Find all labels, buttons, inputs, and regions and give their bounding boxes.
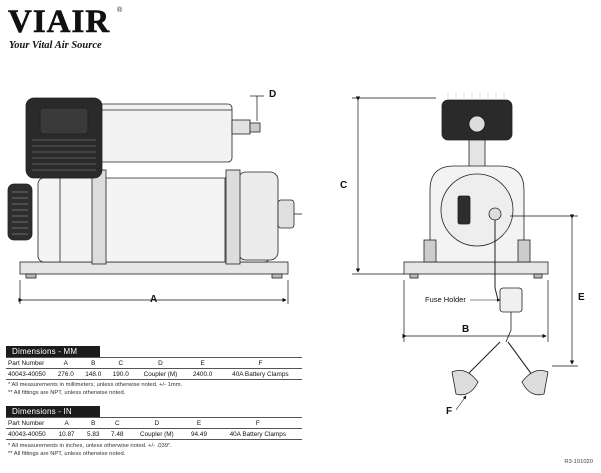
table-cell: 40A Battery Clamps bbox=[218, 368, 302, 380]
dimensions-mm-grid: Part Number A B C D E F 40043-40050 276.… bbox=[6, 357, 302, 380]
dimension-a-line bbox=[18, 280, 289, 304]
column-header: C bbox=[105, 417, 130, 429]
note-line: ** All fittings are NPT, unless otherwis… bbox=[8, 451, 126, 457]
table-cell: 40043-40050 bbox=[6, 368, 52, 380]
dimension-label-d: D bbox=[269, 89, 277, 100]
dimensions-in-title-bar: Dimensions - IN bbox=[6, 406, 100, 417]
column-header: A bbox=[52, 417, 82, 429]
dimensions-mm-title-bar: Dimensions - MM bbox=[6, 346, 100, 357]
table-cell: 10.87 bbox=[52, 428, 82, 440]
registered-mark: ® bbox=[117, 7, 123, 14]
fuse-holder-label: Fuse Holder bbox=[425, 295, 466, 304]
table-cell: 40043-40050 bbox=[6, 428, 52, 440]
column-header: D bbox=[134, 357, 187, 369]
column-header: F bbox=[213, 417, 302, 429]
front-view bbox=[403, 92, 549, 396]
table-cell: 276.0 bbox=[52, 368, 80, 380]
column-header: E bbox=[186, 357, 219, 369]
dimension-c-line bbox=[352, 96, 436, 275]
dimension-f-leader bbox=[455, 395, 467, 411]
column-header: Part Number bbox=[6, 357, 52, 369]
column-header: B bbox=[79, 357, 107, 369]
dimensions-mm-title: Dimensions - MM bbox=[12, 347, 78, 356]
table-header-row: Part Number A B C D E F bbox=[6, 357, 302, 369]
note-line: ** All fittings are NPT, unless otherwis… bbox=[8, 390, 126, 396]
table-row: 40043-40050 10.87 5.83 7.48 Coupler (M) … bbox=[6, 428, 302, 440]
note-line: * All measurements in millimeters, unles… bbox=[8, 382, 183, 388]
table-header-row: Part Number A B C D E F bbox=[6, 417, 302, 429]
table-cell: 7.48 bbox=[105, 428, 130, 440]
dimension-e-line bbox=[510, 214, 578, 367]
table-cell: Coupler (M) bbox=[129, 428, 185, 440]
brand-name: VIAIR bbox=[8, 4, 111, 40]
column-header: F bbox=[218, 357, 302, 369]
dimensions-in-grid: Part Number A B C D E F 40043-40050 10.8… bbox=[6, 417, 302, 440]
table-row: 40043-40050 276.0 148.0 190.0 Coupler (M… bbox=[6, 368, 302, 380]
table-cell: 148.0 bbox=[79, 368, 107, 380]
table-cell: 2400.0 bbox=[186, 368, 219, 380]
dimension-d-leader bbox=[250, 95, 264, 121]
brand-tagline: Your Vital Air Source bbox=[9, 40, 102, 51]
dimension-b-line bbox=[402, 280, 549, 342]
dimension-label-e: E bbox=[578, 292, 585, 303]
side-view bbox=[7, 97, 302, 279]
column-header: B bbox=[81, 417, 106, 429]
table-cell: Coupler (M) bbox=[134, 368, 187, 380]
column-header: C bbox=[107, 357, 135, 369]
dimension-label-f: F bbox=[446, 406, 453, 417]
dimensions-in-notes: * All measurements in inches, unless oth… bbox=[8, 442, 172, 458]
reference-code: R3-101020 bbox=[564, 459, 593, 465]
dimensions-mm-table: Dimensions - MM Part Number A B C D E F … bbox=[6, 346, 302, 380]
dimension-label-a: A bbox=[150, 294, 158, 305]
column-header: Part Number bbox=[6, 417, 52, 429]
viair-logo: VIAIR ® Your Vital Air Source bbox=[8, 4, 126, 51]
dimension-label-c: C bbox=[340, 180, 348, 191]
dimensions-in-table: Dimensions - IN Part Number A B C D E F … bbox=[6, 406, 302, 440]
table-cell: 5.83 bbox=[81, 428, 106, 440]
table-cell: 94.49 bbox=[184, 428, 214, 440]
dimension-label-b: B bbox=[462, 324, 470, 335]
column-header: A bbox=[52, 357, 80, 369]
dimensions-mm-notes: * All measurements in millimeters, unles… bbox=[8, 381, 182, 397]
note-line: * All measurements in inches, unless oth… bbox=[8, 443, 172, 449]
table-cell: 190.0 bbox=[107, 368, 135, 380]
dimensions-in-title: Dimensions - IN bbox=[12, 407, 72, 416]
table-cell: 40A Battery Clamps bbox=[213, 428, 302, 440]
column-header: E bbox=[184, 417, 214, 429]
column-header: D bbox=[129, 417, 185, 429]
